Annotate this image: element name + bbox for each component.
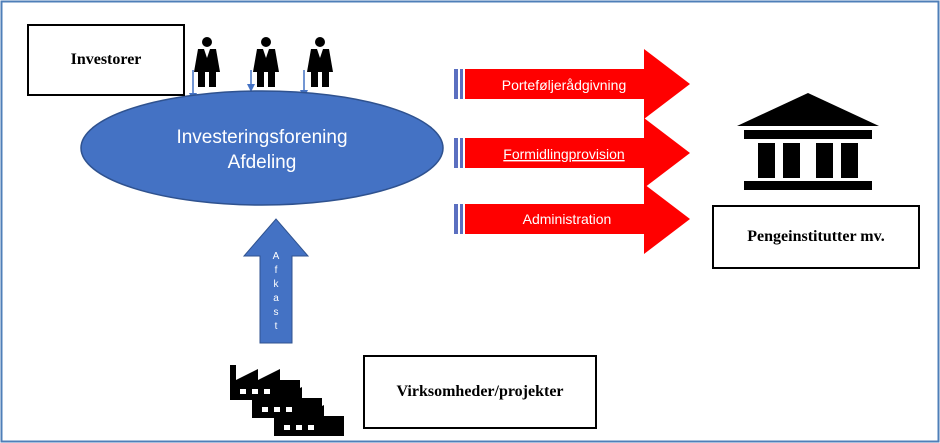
institutions-label: Pengeinstitutter mv. [747, 228, 885, 245]
fund-ellipse [80, 90, 444, 206]
return-letter: a [273, 293, 279, 304]
return-letter: t [275, 321, 278, 332]
return-letter: f [275, 265, 278, 276]
investor-arrow [247, 70, 255, 92]
return-letter: A [273, 251, 280, 262]
bank-icon [737, 93, 879, 190]
return-letter: k [274, 279, 280, 290]
fund-name: Investeringsforening [176, 127, 347, 148]
fund-subname: Afdeling [228, 152, 297, 173]
flow-label-brokerage-commission: Formidlingprovision [503, 146, 624, 162]
companies-box: Virksomheder/projekter [363, 355, 597, 429]
flow-label-portfolio-advice: Porteføljerådgivning [502, 77, 627, 93]
investors-box: Investorer [27, 24, 185, 96]
flow-arrow-portfolio-advice: Porteføljerådgivning [454, 49, 690, 119]
investors-label: Investorer [70, 51, 142, 68]
person-icon [194, 37, 220, 87]
factory-icon [230, 365, 344, 436]
flow-arrow-administration: Administration [454, 184, 690, 254]
companies-label: Virksomheder/projekter [396, 383, 564, 400]
institutions-box: Pengeinstitutter mv. [712, 205, 920, 269]
person-icon [307, 37, 333, 87]
return-letter: s [274, 307, 279, 318]
person-icon [253, 37, 279, 87]
return-arrow: A f k a s t [242, 218, 310, 344]
flow-arrow-brokerage-commission: Formidlingprovision [454, 118, 690, 188]
flow-label-administration: Administration [523, 211, 612, 227]
